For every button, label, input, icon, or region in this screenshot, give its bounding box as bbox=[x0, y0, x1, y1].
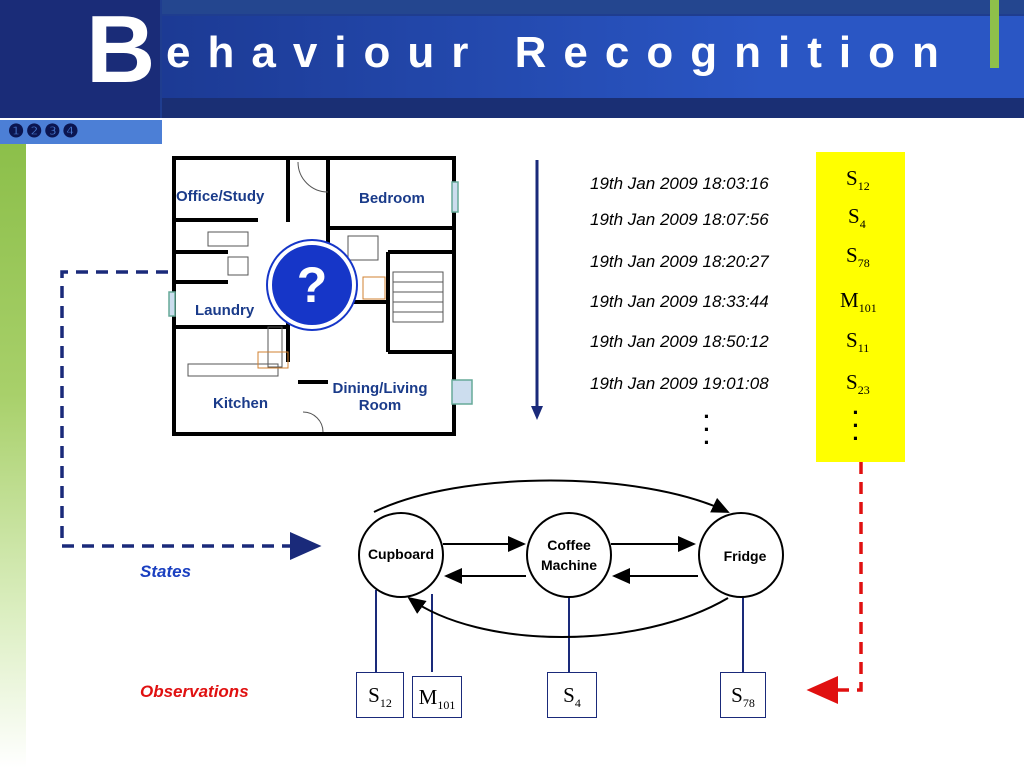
sensor-symbol-index: 4 bbox=[859, 217, 866, 232]
observation-box: M101 bbox=[412, 676, 462, 718]
state-label-coffee-line2: Machine bbox=[540, 557, 597, 573]
sensor-symbol: S11 bbox=[846, 328, 869, 356]
event-timestamp: 19th Jan 2009 18:07:56 bbox=[590, 210, 769, 229]
state-node-coffee-machine bbox=[526, 512, 612, 598]
header-title-band bbox=[162, 16, 1024, 98]
event-timestamp: 19th Jan 2009 18:50:12 bbox=[590, 332, 769, 351]
slide-numbers: ❶❷❸❹ bbox=[8, 121, 81, 141]
event-timestamp: 19th Jan 2009 18:03:16 bbox=[590, 174, 769, 193]
title-initial: B bbox=[86, 0, 156, 103]
observation-index: 101 bbox=[437, 698, 456, 713]
event-timestamp: 19th Jan 2009 19:01:08 bbox=[590, 374, 769, 393]
state-node-cupboard bbox=[358, 512, 444, 598]
left-accent-bar bbox=[0, 144, 26, 768]
logo-block bbox=[0, 0, 160, 118]
sensor-symbol-index: 78 bbox=[857, 256, 870, 271]
sensor-symbol: S4 bbox=[848, 204, 866, 232]
state-node-fridge bbox=[698, 512, 784, 598]
room-label-bedroom: Bedroom bbox=[359, 190, 425, 207]
page-title: ehaviour Recognition bbox=[166, 28, 956, 77]
sensor-symbol-letter: S bbox=[846, 243, 858, 267]
sensor-symbol: S12 bbox=[846, 166, 870, 194]
observation-index: 12 bbox=[379, 696, 392, 711]
sensor-symbol: S23 bbox=[846, 370, 870, 398]
observation-index: 4 bbox=[574, 696, 581, 711]
room-label-kitchen: Kitchen bbox=[213, 395, 269, 412]
state-label-cupboard: Cupboard bbox=[367, 546, 435, 562]
sensor-symbol: S78 bbox=[846, 243, 870, 271]
sensor-sequence-box bbox=[816, 152, 905, 462]
sensor-symbol-letter: S bbox=[846, 166, 858, 190]
observation-index: 78 bbox=[742, 696, 755, 711]
sensor-symbol-letter: S bbox=[846, 370, 858, 394]
room-label-dining-line1: Dining/Living bbox=[332, 380, 428, 397]
question-mark-icon: ? bbox=[268, 241, 356, 329]
observation-letter: S bbox=[731, 683, 743, 707]
room-label-laundry: Laundry bbox=[195, 302, 255, 319]
sensor-symbol-letter: S bbox=[848, 204, 860, 228]
sensor-symbol-letter: S bbox=[846, 328, 858, 352]
event-timestamp: 19th Jan 2009 18:20:27 bbox=[590, 252, 769, 271]
sensor-symbol-index: 101 bbox=[858, 301, 877, 316]
header-stripe bbox=[162, 0, 1024, 14]
observations-connector bbox=[806, 462, 863, 704]
sensor-symbol-letter: M bbox=[840, 288, 859, 312]
sensor-symbol-index: 12 bbox=[857, 179, 870, 194]
sensor-symbol: M101 bbox=[840, 288, 877, 316]
state-label-fridge: Fridge bbox=[723, 548, 767, 564]
slide-number-band bbox=[0, 120, 162, 144]
observation-letter: S bbox=[368, 683, 380, 707]
ellipsis-vertical: ··· bbox=[852, 400, 860, 451]
accent-bar bbox=[990, 0, 999, 68]
sensor-symbol-index: 23 bbox=[857, 383, 870, 398]
room-label-office: Office/Study bbox=[176, 188, 265, 205]
states-label: States bbox=[140, 562, 192, 581]
state-label-coffee-machine: Coffee Machine bbox=[527, 535, 611, 575]
event-timestamp: 19th Jan 2009 18:33:44 bbox=[590, 292, 769, 311]
observations-label: Observations bbox=[140, 682, 249, 701]
room-label-dining-line2: Room bbox=[358, 397, 402, 414]
observation-letter: S bbox=[563, 683, 575, 707]
observation-box: S78 bbox=[720, 672, 766, 718]
ellipsis-vertical: ··· bbox=[703, 404, 711, 455]
observation-box: S12 bbox=[356, 672, 404, 718]
states-connector bbox=[60, 270, 322, 560]
state-label-coffee-line1: Coffee bbox=[547, 537, 591, 553]
sensor-symbol-index: 11 bbox=[857, 341, 870, 356]
room-label-dining: Dining/Living Room bbox=[323, 380, 437, 414]
observation-letter: M bbox=[418, 685, 438, 709]
header-stripe bbox=[162, 98, 1024, 118]
observation-box: S4 bbox=[547, 672, 597, 718]
time-arrow bbox=[531, 160, 543, 420]
